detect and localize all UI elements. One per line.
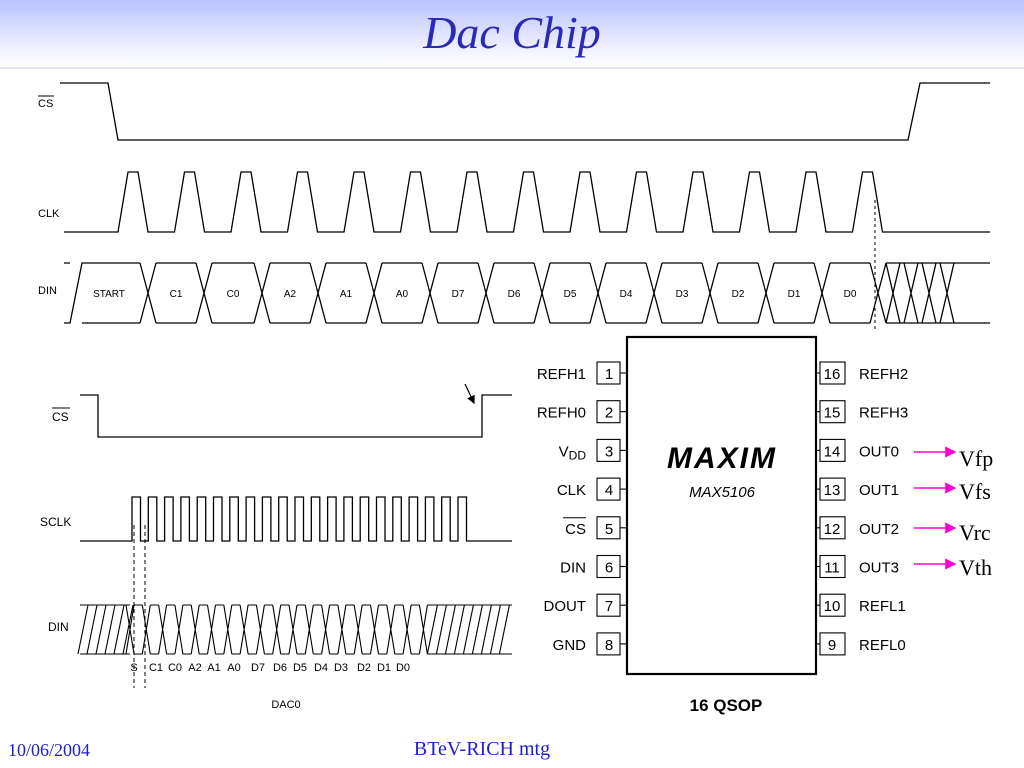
footer-date: 10/06/2004 [8, 740, 91, 760]
top-timing-diagram: CS CLK DIN START C1 C0 A2 A1 A0 D7 D6 D5 D4 D3 D2 D1… [38, 82, 990, 332]
right-pin-name: OUT3 [859, 560, 899, 577]
bottom-din-bit: D3 [334, 662, 348, 674]
top-din-bit: A2 [284, 289, 297, 300]
right-pin-name: REFL1 [859, 598, 906, 615]
chip-package: 16 QSOP [690, 696, 763, 715]
right-pin-number: 13 [824, 482, 841, 499]
output-signal-label: Vth [959, 555, 992, 580]
chip-body [625, 335, 818, 676]
bottom-din-bit: A2 [188, 662, 201, 674]
left-pin-number: 8 [605, 637, 613, 654]
top-din-bit: D3 [676, 289, 689, 300]
chip-left-pins: 1 REFH1 2 REFH0 3 VDD 4 CLK 5 CS 6 DIN 7 DOUT 8 GND [537, 361, 627, 656]
bottom-din-bit-labels: S C1 C0 A2 A1 A0 D7 D6 D5 D4 D3 D2 D1 D0 [130, 662, 410, 674]
right-pin-name: REFL0 [859, 637, 906, 654]
top-din-bit: D2 [732, 289, 745, 300]
bottom-din-bit: A0 [227, 662, 240, 674]
title-band [0, 0, 1024, 68]
top-din-bit: A1 [340, 289, 353, 300]
left-pin-name: CLK [557, 482, 586, 499]
top-din-bit: START [93, 289, 125, 300]
right-pin-number: 15 [824, 405, 841, 422]
bottom-din-bit: D7 [251, 662, 265, 674]
right-pin-name: REFH2 [859, 366, 908, 383]
top-din-waveform [64, 262, 990, 324]
top-cs-waveform [60, 82, 990, 141]
right-pin-name: OUT2 [859, 521, 899, 538]
right-pin-name: OUT0 [859, 443, 899, 460]
left-pin-number: 3 [605, 443, 613, 460]
left-pin-number: 7 [605, 598, 613, 615]
bottom-sclk-label: SCLK [40, 515, 71, 529]
top-din-bit: D5 [564, 289, 577, 300]
left-pin-name: REFH0 [537, 405, 586, 422]
chip-pinout: MAXIM MAX5106 16 QSOP 1REFH12REFH03VDD4C… [537, 335, 993, 715]
output-signal-label: Vfp [959, 446, 993, 471]
bottom-sclk-waveform [80, 496, 512, 542]
left-pin-number: 5 [605, 521, 613, 538]
bottom-din-bit: D0 [396, 662, 410, 674]
left-pin-name: CS [565, 521, 586, 538]
bottom-cs-waveform [80, 394, 512, 438]
left-pin-number: 2 [605, 405, 613, 422]
right-pin-number: 9 [828, 637, 836, 654]
left-pin-name: REFH1 [537, 366, 586, 383]
left-pin-name: DOUT [544, 598, 587, 615]
top-din-bit: D4 [620, 289, 633, 300]
bottom-cs-pointer-arrow [464, 383, 475, 405]
bottom-din-bit: C0 [168, 662, 182, 674]
bottom-din-bit: C1 [149, 662, 163, 674]
bottom-din-bit: D4 [314, 662, 328, 674]
top-din-label: DIN [38, 285, 57, 297]
top-clk-waveform [64, 171, 990, 233]
footer-meeting: BTeV-RICH mtg [413, 738, 551, 760]
left-pin-name: GND [553, 637, 587, 654]
top-din-bit-labels: START C1 C0 A2 A1 A0 D7 D6 D5 D4 D3 D2 D1 D0 [93, 289, 857, 300]
bottom-din-bit: D6 [273, 662, 287, 674]
bottom-din-bit: D1 [377, 662, 391, 674]
chip-part-number: MAX5106 [689, 484, 756, 501]
top-din-bit: D1 [788, 289, 801, 300]
slide-title: Dac Chip [423, 7, 601, 58]
left-pin-name: VDD [559, 443, 587, 462]
right-pin-number: 11 [824, 560, 840, 577]
bottom-cs-label: CS [52, 410, 69, 424]
top-din-bit: D0 [844, 289, 857, 300]
bottom-din-label: DIN [48, 620, 69, 634]
right-pin-number: 16 [824, 366, 841, 383]
output-signal-label: Vrc [959, 520, 991, 545]
bottom-din-bit: A1 [207, 662, 220, 674]
right-pin-name: OUT1 [859, 482, 899, 499]
bottom-din-waveform [77, 604, 512, 655]
top-din-bit: D6 [508, 289, 521, 300]
left-pin-number: 6 [605, 560, 613, 577]
left-pin-number: 1 [605, 366, 613, 383]
chip-right-pins: 16 REFH2 15 REFH3 14 OUT0 13 OUT1 12 OUT2 11 OUT3 10… [816, 361, 908, 656]
bottom-din-bit: D2 [357, 662, 371, 674]
top-din-bit: A0 [396, 289, 409, 300]
left-pin-name: DIN [560, 560, 586, 577]
chip-logo: MAXIM [667, 442, 777, 475]
bottom-din-bit: S [130, 662, 137, 674]
right-pin-number: 14 [824, 443, 841, 460]
top-cs-label: CS [38, 98, 53, 110]
right-pin-number: 10 [824, 598, 841, 615]
top-din-bit: D7 [452, 289, 465, 300]
top-din-bit: C0 [227, 289, 240, 300]
output-signal-label: Vfs [959, 479, 991, 504]
left-pin-number: 4 [605, 482, 613, 499]
bottom-din-bit: D5 [293, 662, 307, 674]
right-pin-name: REFH3 [859, 405, 908, 422]
bottom-caption: DAC0 [271, 699, 300, 711]
right-pin-number: 12 [824, 521, 841, 538]
top-clk-label: CLK [38, 208, 60, 220]
top-din-bit: C1 [170, 289, 183, 300]
